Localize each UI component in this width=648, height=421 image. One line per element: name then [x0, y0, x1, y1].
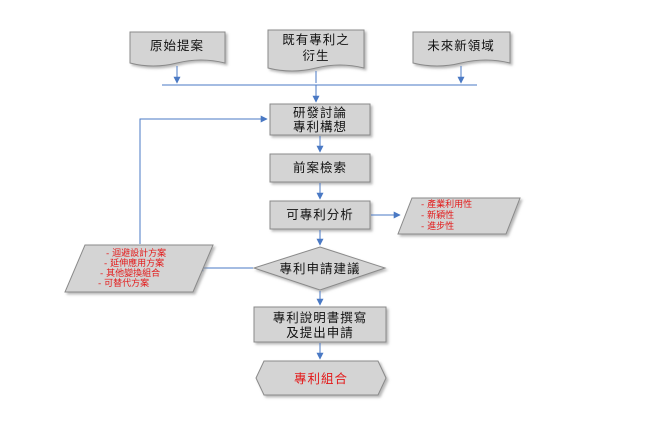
- step-patent-decision: 專利申請建議: [252, 246, 387, 291]
- discussion-label-2: 專利構想: [293, 119, 347, 134]
- alternative-item-4: - 可替代方案: [98, 277, 149, 289]
- step-specification-drafting: 專利說明書撰寫 及提出申請: [253, 306, 387, 343]
- source-derived-label-2: 衍生: [302, 48, 329, 63]
- feedback-loop-arrow: [139, 115, 268, 244]
- source-derived-patent: 既有專利之 衍生: [267, 29, 365, 72]
- step-patentability-analysis: 可專利分析: [269, 200, 371, 230]
- source-new-field-label: 未來新領域: [427, 38, 495, 53]
- source-original-label: 原始提案: [150, 38, 204, 53]
- criteria-box: - 產業利用性 - 新穎性 - 進步性: [397, 197, 521, 235]
- result-patent-portfolio: 專利組合: [255, 360, 387, 396]
- source-original-proposal: 原始提案: [129, 31, 226, 67]
- step-rd-discussion: 研發討論 專利構想: [269, 103, 371, 136]
- drafting-label-1: 專利說明書撰寫: [273, 310, 368, 325]
- alternative-item-2: - 延伸應用方案: [104, 257, 164, 269]
- decision-label: 專利申請建議: [279, 261, 360, 276]
- prior-art-label: 前案檢索: [293, 160, 347, 175]
- portfolio-label: 專利組合: [294, 371, 348, 386]
- alternatives-box: - 迴避設計方案 - 延伸應用方案 - 其他變換組合 - 可替代方案: [64, 244, 214, 293]
- source-connectors: [162, 66, 477, 103]
- alternative-item-3: - 其他變換組合: [100, 267, 160, 279]
- patentability-label: 可專利分析: [286, 207, 354, 222]
- drafting-label-2: 及提出申請: [286, 325, 354, 340]
- criteria-item-2: - 新穎性: [421, 209, 454, 221]
- step-prior-art-search: 前案檢索: [269, 153, 371, 183]
- alternative-item-1: - 迴避設計方案: [106, 247, 166, 259]
- discussion-label-1: 研發討論: [293, 105, 347, 120]
- criteria-item-1: - 產業利用性: [421, 198, 472, 210]
- source-derived-label-1: 既有專利之: [282, 32, 350, 47]
- criteria-item-3: - 進步性: [421, 220, 454, 232]
- source-new-field: 未來新領域: [412, 31, 511, 67]
